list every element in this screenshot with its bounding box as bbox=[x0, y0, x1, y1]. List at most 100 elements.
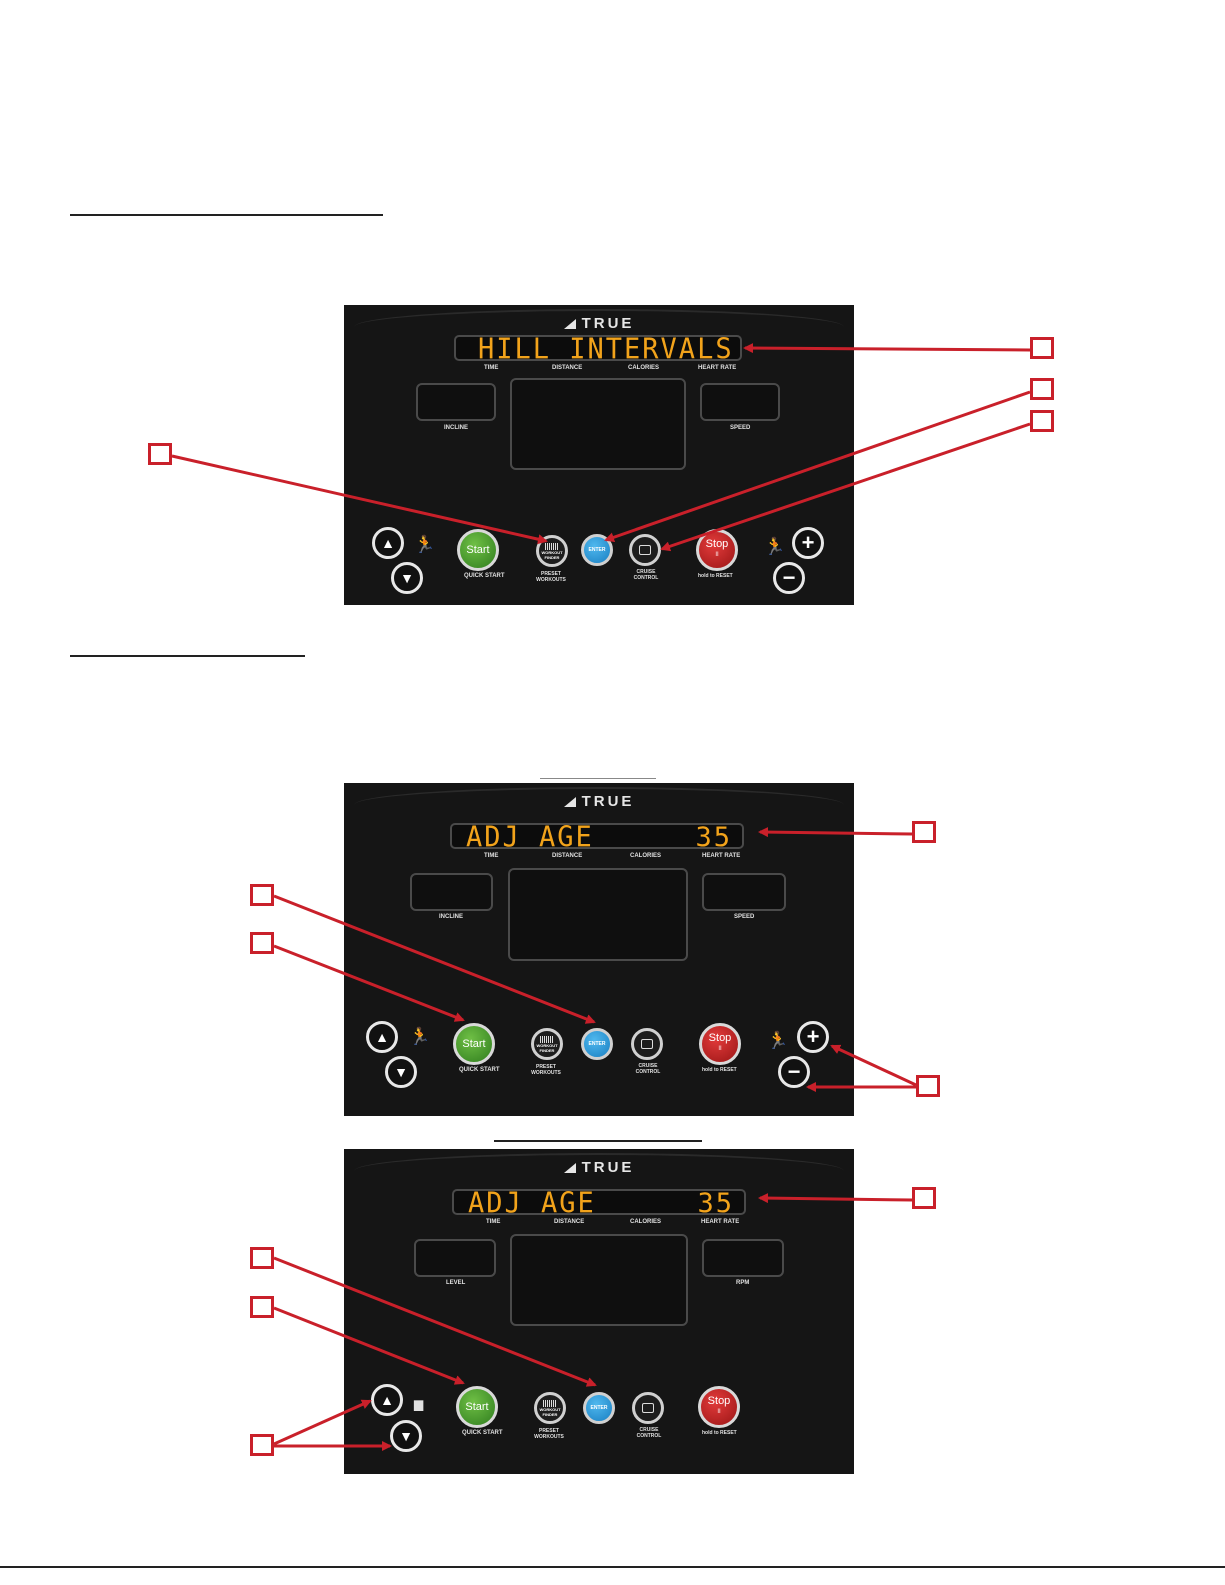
incline-runner-icon: 🏃 bbox=[414, 535, 436, 554]
callout-box bbox=[148, 443, 172, 465]
callout-box bbox=[250, 1434, 274, 1456]
enter-label: ENTER bbox=[588, 1041, 606, 1047]
callout-arrow bbox=[758, 1193, 913, 1204]
incline-window bbox=[410, 873, 493, 911]
rpm-label: RPM bbox=[736, 1280, 750, 1286]
callout-box bbox=[250, 1247, 274, 1269]
time-label: TIME bbox=[486, 1219, 501, 1225]
callout-arrow bbox=[273, 1256, 597, 1387]
true-logo-icon bbox=[563, 1163, 576, 1174]
speed-increase-button[interactable]: + bbox=[797, 1021, 829, 1053]
triangle-up-icon: ▲ bbox=[380, 1392, 394, 1408]
callout-arrow bbox=[604, 390, 1031, 543]
preset-workouts-label: PRESET WORKOUTS bbox=[534, 1428, 564, 1440]
callout-box bbox=[1030, 410, 1054, 432]
callout-arrow bbox=[830, 1044, 917, 1087]
incline-down-button[interactable]: ▼ bbox=[385, 1056, 417, 1088]
workout-finder-label: WORKOUT FINDER bbox=[539, 1406, 561, 1417]
incline-up-button[interactable]: ▲ bbox=[366, 1021, 398, 1053]
console-bezel bbox=[354, 787, 844, 813]
enter-label: ENTER bbox=[590, 1405, 608, 1411]
triangle-down-icon: ▼ bbox=[400, 570, 414, 586]
callout-arrow bbox=[758, 827, 913, 838]
cruise-control-icon bbox=[642, 1403, 654, 1413]
true-logo: TRUE bbox=[344, 793, 854, 810]
treadmill-console-panel-1: TRUE HILL INTERVALS TIME DISTANCE CALORI… bbox=[344, 305, 854, 605]
workout-finder-button[interactable]: WORKOUT FINDER bbox=[531, 1028, 563, 1060]
plus-icon: + bbox=[806, 1024, 820, 1049]
cruise-control-label: CRUISE CONTROL bbox=[635, 1063, 661, 1075]
center-display-window bbox=[508, 868, 688, 961]
start-label: Start bbox=[466, 544, 490, 556]
true-logo: TRUE bbox=[344, 315, 854, 332]
heart-rate-label: HEART RATE bbox=[702, 853, 741, 859]
pause-icon: II bbox=[718, 1046, 722, 1052]
cruise-control-label: CRUISE CONTROL bbox=[636, 1427, 662, 1439]
start-label: Start bbox=[465, 1401, 489, 1413]
workout-finder-button[interactable]: WORKOUT FINDER bbox=[534, 1392, 566, 1424]
pause-icon: II bbox=[715, 552, 719, 558]
callout-box bbox=[912, 1187, 936, 1209]
cruise-control-button[interactable] bbox=[629, 534, 661, 566]
message-display: ADJ AGE 35 bbox=[452, 1187, 746, 1220]
incline-label: INCLINE bbox=[444, 425, 468, 431]
console-bezel bbox=[354, 309, 844, 335]
true-logo: TRUE bbox=[344, 1159, 854, 1176]
incline-up-button[interactable]: ▲ bbox=[372, 527, 404, 559]
start-button[interactable]: Start bbox=[456, 1386, 498, 1428]
enter-button[interactable]: ENTER bbox=[583, 1392, 615, 1424]
incline-label: INCLINE bbox=[439, 914, 463, 920]
calories-label: CALORIES bbox=[630, 853, 662, 859]
callout-arrow bbox=[743, 343, 1031, 354]
start-button[interactable]: Start bbox=[453, 1023, 495, 1065]
quick-start-label: QUICK START bbox=[464, 573, 505, 579]
speed-window bbox=[702, 873, 786, 911]
plus-icon: + bbox=[801, 530, 815, 555]
message-display: HILL INTERVALS bbox=[454, 333, 742, 366]
triangle-up-icon: ▲ bbox=[381, 535, 395, 551]
true-logo-icon bbox=[563, 319, 576, 330]
cruise-control-button[interactable] bbox=[631, 1028, 663, 1060]
minus-icon: − bbox=[787, 1059, 801, 1084]
treadmill-console-panel-2: TRUE ADJ AGE 35 TIME DISTANCE CALORIES H… bbox=[344, 783, 854, 1116]
speed-runner-icon: 🏃 bbox=[764, 537, 786, 556]
preset-workouts-label: PRESET WORKOUTS bbox=[536, 571, 566, 583]
start-button[interactable]: Start bbox=[457, 529, 499, 571]
bars-icon bbox=[540, 1035, 554, 1043]
rpm-window bbox=[702, 1239, 784, 1277]
section-heading-underline-4 bbox=[494, 1140, 702, 1142]
workout-finder-label: WORKOUT FINDER bbox=[536, 1042, 558, 1053]
bars-icon bbox=[545, 542, 559, 550]
incline-down-button[interactable]: ▼ bbox=[391, 562, 423, 594]
heart-rate-label: HEART RATE bbox=[701, 1219, 740, 1225]
level-down-button[interactable]: ▼ bbox=[390, 1420, 422, 1452]
callout-box bbox=[1030, 378, 1054, 400]
section-heading-underline-2 bbox=[70, 655, 305, 657]
callout-box bbox=[250, 884, 274, 906]
calories-label: CALORIES bbox=[630, 1219, 662, 1225]
speed-label: SPEED bbox=[730, 425, 751, 431]
console-bezel bbox=[354, 1153, 844, 1179]
triangle-down-icon: ▼ bbox=[399, 1428, 413, 1444]
stop-label: Stop bbox=[708, 1032, 732, 1044]
incline-window bbox=[416, 383, 496, 421]
speed-increase-button[interactable]: + bbox=[792, 527, 824, 559]
cruise-control-label: CRUISE CONTROL bbox=[633, 569, 659, 581]
distance-label: DISTANCE bbox=[552, 853, 583, 859]
callout-box bbox=[250, 1296, 274, 1318]
speed-decrease-button[interactable]: − bbox=[778, 1056, 810, 1088]
incline-runner-icon: 🏃 bbox=[409, 1027, 431, 1046]
enter-label: ENTER bbox=[588, 547, 606, 553]
level-up-button[interactable]: ▲ bbox=[371, 1384, 403, 1416]
display-message: HILL INTERVALS bbox=[478, 333, 734, 366]
speed-decrease-button[interactable]: − bbox=[773, 562, 805, 594]
enter-button[interactable]: ENTER bbox=[581, 1028, 613, 1060]
preset-workouts-label: PRESET WORKOUTS bbox=[531, 1064, 561, 1076]
level-window bbox=[414, 1239, 496, 1277]
bike-console-panel-3: TRUE ADJ AGE 35 TIME DISTANCE CALORIES H… bbox=[344, 1149, 854, 1474]
cruise-control-button[interactable] bbox=[632, 1392, 664, 1424]
callout-arrow bbox=[273, 944, 465, 1022]
start-label: Start bbox=[462, 1038, 486, 1050]
